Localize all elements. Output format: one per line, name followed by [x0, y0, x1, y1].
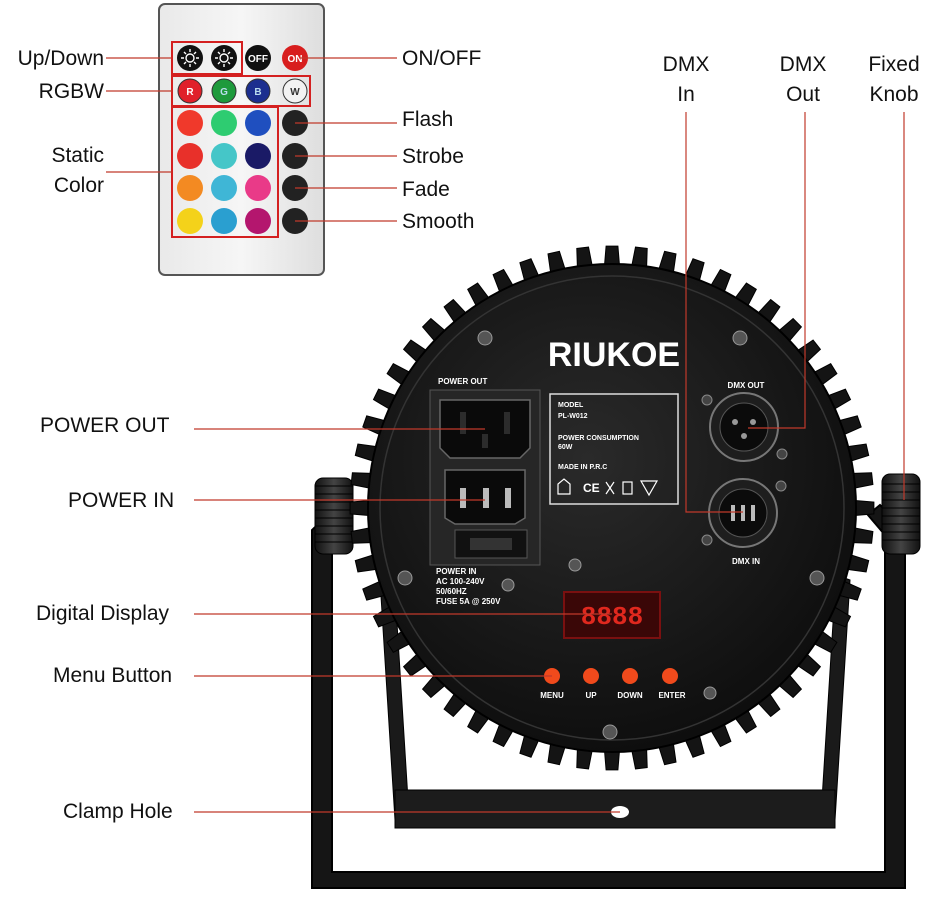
down-button[interactable]: [622, 668, 638, 684]
power-out-panel-label: POWER OUT: [438, 377, 487, 386]
brightness-down-button[interactable]: [177, 45, 203, 71]
static-color-button[interactable]: [211, 208, 237, 234]
red-button[interactable]: [177, 78, 203, 104]
static-color-button[interactable]: [245, 208, 271, 234]
green-button-label: G: [220, 87, 228, 98]
spec-plate: MODEL PL-W012 POWER CONSUMPTION 60W MADE…: [549, 393, 679, 505]
fuse-rating: FUSE 5A @ 250V: [436, 597, 501, 606]
callout-up-down: Up/Down: [17, 47, 104, 70]
fixture-back-panel: [367, 263, 857, 753]
display-readout: 8888: [581, 602, 643, 632]
dmx-out-connector: [701, 392, 788, 462]
callout-lines: [106, 57, 905, 813]
digital-display: 8888: [563, 591, 661, 639]
dmx-in-panel-label: DMX IN: [732, 557, 760, 566]
ce-mark: CE: [583, 481, 600, 495]
white-button[interactable]: [282, 78, 308, 104]
on-button-label: ON: [288, 54, 303, 65]
callout-clamp-hole: Clamp Hole: [63, 800, 173, 823]
static-color-button[interactable]: [245, 175, 271, 201]
control-buttons: MENU UP DOWN ENTER: [540, 668, 686, 700]
blue-button[interactable]: [245, 78, 271, 104]
static-color-button[interactable]: [245, 143, 271, 169]
dmx-out-panel-label: DMX OUT: [728, 381, 765, 390]
fixed-knob-right: [881, 473, 921, 555]
made-in-label: MADE IN P.R.C: [558, 464, 607, 471]
power-in-voltage: AC 100-240V: [436, 577, 485, 586]
static-color-button[interactable]: [211, 143, 237, 169]
power-in-socket: [444, 469, 528, 559]
static-color-button[interactable]: [177, 208, 203, 234]
callout-menu-button: Menu Button: [53, 664, 173, 687]
brand-logo: RIUKOE: [548, 336, 680, 374]
power-consumption-label: POWER CONSUMPTION: [558, 435, 639, 442]
static-color-button[interactable]: [177, 110, 203, 136]
static-color-button[interactable]: [177, 143, 203, 169]
on-button[interactable]: [282, 45, 308, 71]
callout-strobe: Strobe: [402, 145, 464, 168]
off-button[interactable]: [245, 45, 271, 71]
power-in-panel-label: POWER IN: [436, 567, 477, 576]
enter-button-label: ENTER: [658, 691, 685, 700]
remote-control: OFF ON R G B W: [158, 3, 325, 276]
callout-smooth: Smooth: [402, 210, 475, 233]
callout-power-in: POWER IN: [68, 489, 175, 512]
callout-power-out: POWER OUT: [40, 414, 170, 437]
panel-screws: [397, 330, 825, 740]
static-color-button[interactable]: [245, 110, 271, 136]
off-button-label: OFF: [248, 54, 268, 65]
fixed-knob-left: [314, 477, 354, 555]
dmx-in-connector: [701, 478, 787, 548]
callout-rgbw: RGBW: [38, 80, 104, 103]
green-button[interactable]: [211, 78, 237, 104]
brightness-up-button[interactable]: [211, 45, 237, 71]
up-button[interactable]: [583, 668, 599, 684]
enter-button[interactable]: [662, 668, 678, 684]
down-button-label: DOWN: [617, 691, 643, 700]
power-in-spec: POWER IN AC 100-240V 50/60HZ FUSE 5A @ 2…: [436, 567, 501, 606]
blue-button-label: B: [254, 87, 261, 98]
up-button-label: UP: [585, 691, 597, 700]
model-heading: MODEL: [558, 402, 584, 409]
callout-fade: Fade: [402, 178, 450, 201]
menu-button-label: MENU: [540, 691, 564, 700]
callout-on-off: ON/OFF: [402, 47, 482, 70]
static-color-button[interactable]: [211, 110, 237, 136]
static-color-button[interactable]: [177, 175, 203, 201]
certification-icons: [557, 478, 659, 497]
static-color-button[interactable]: [211, 175, 237, 201]
callout-flash: Flash: [402, 108, 454, 131]
mounting-bracket: [311, 503, 906, 889]
callout-digital-display: Digital Display: [36, 602, 170, 625]
power-consumption-value: 60W: [558, 444, 573, 451]
white-button-label: W: [290, 87, 300, 98]
power-in-frequency: 50/60HZ: [436, 587, 467, 596]
red-button-label: R: [186, 87, 194, 98]
model-value: PL-W012: [558, 413, 588, 420]
